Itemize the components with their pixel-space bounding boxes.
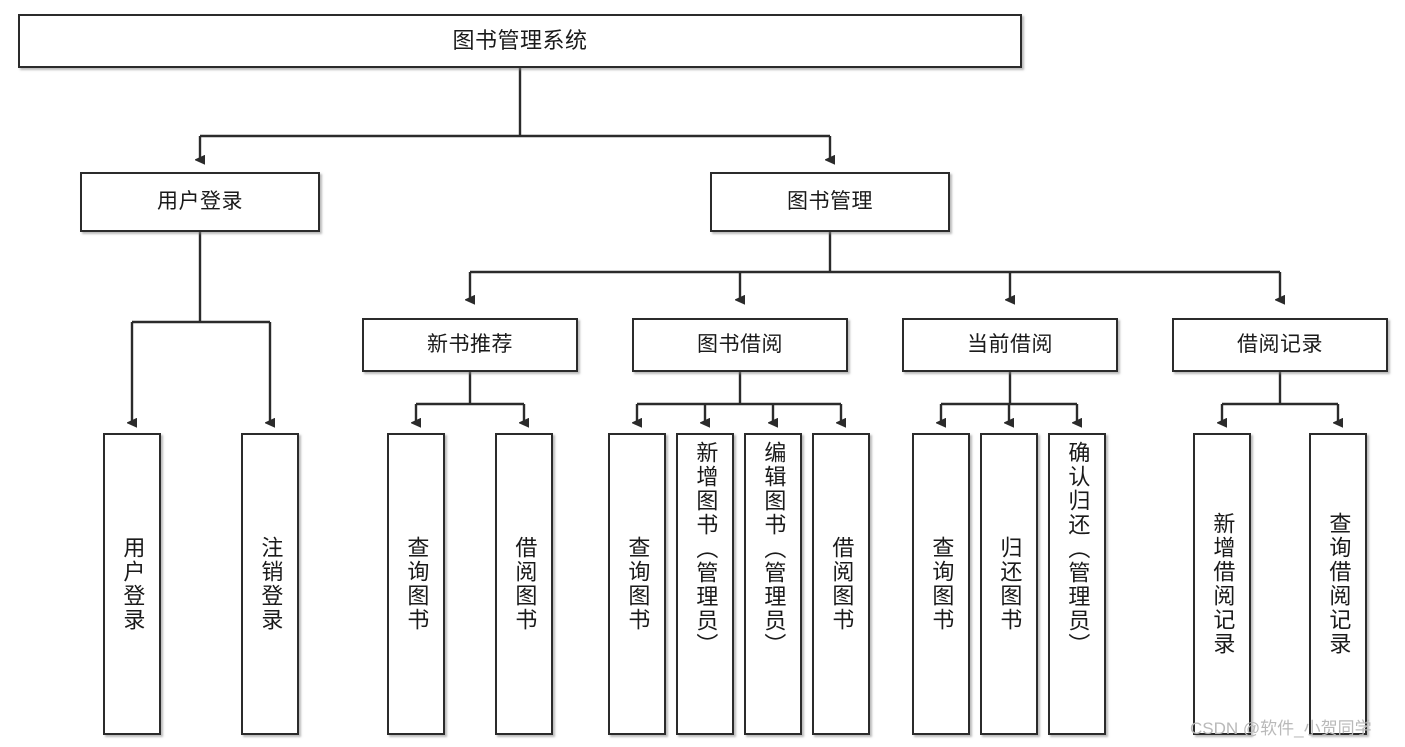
node-book-borrow[interactable]: 图书借阅 [632, 318, 848, 372]
node-leaf-add-book-admin-label: 新增图书（管理员） [693, 441, 719, 657]
node-borrow-record[interactable]: 借阅记录 [1172, 318, 1388, 372]
node-leaf-user-login-label: 用户登录 [120, 536, 146, 632]
node-leaf-query-borrow-record[interactable]: 查询借阅记录 [1309, 433, 1367, 735]
node-current-borrow-label: 当前借阅 [967, 332, 1053, 356]
node-root-label: 图书管理系统 [452, 27, 588, 53]
node-leaf-borrow-book-2[interactable]: 借阅图书 [812, 433, 870, 735]
node-leaf-query-book-3-label: 查询图书 [929, 536, 955, 632]
node-user-login[interactable]: 用户登录 [80, 172, 320, 232]
node-current-borrow[interactable]: 当前借阅 [902, 318, 1118, 372]
node-leaf-return-book[interactable]: 归还图书 [980, 433, 1038, 735]
watermark-text: CSDN @软件_小贺同学 [1190, 719, 1372, 738]
node-user-login-label: 用户登录 [157, 189, 243, 213]
node-borrow-record-label: 借阅记录 [1237, 332, 1323, 356]
node-leaf-confirm-return-admin[interactable]: 确认归还（管理员） [1048, 433, 1106, 735]
node-leaf-user-login[interactable]: 用户登录 [103, 433, 161, 735]
node-leaf-borrow-book-2-label: 借阅图书 [829, 536, 855, 632]
node-leaf-query-borrow-record-label: 查询借阅记录 [1326, 512, 1352, 656]
node-book-borrow-label: 图书借阅 [697, 332, 783, 356]
node-root[interactable]: 图书管理系统 [18, 14, 1022, 68]
node-leaf-query-book-3[interactable]: 查询图书 [912, 433, 970, 735]
node-leaf-borrow-book-1[interactable]: 借阅图书 [495, 433, 553, 735]
node-leaf-query-book-2[interactable]: 查询图书 [608, 433, 666, 735]
node-new-book-recommend[interactable]: 新书推荐 [362, 318, 578, 372]
node-book-manage[interactable]: 图书管理 [710, 172, 950, 232]
node-leaf-query-book-1[interactable]: 查询图书 [387, 433, 445, 735]
node-leaf-add-borrow-record-label: 新增借阅记录 [1210, 512, 1236, 656]
node-leaf-query-book-2-label: 查询图书 [625, 536, 651, 632]
node-book-manage-label: 图书管理 [787, 189, 873, 213]
node-leaf-logout-login[interactable]: 注销登录 [241, 433, 299, 735]
node-leaf-query-book-1-label: 查询图书 [404, 536, 430, 632]
node-leaf-add-borrow-record[interactable]: 新增借阅记录 [1193, 433, 1251, 735]
node-leaf-logout-login-label: 注销登录 [258, 536, 284, 632]
node-new-book-recommend-label: 新书推荐 [427, 332, 513, 356]
node-leaf-add-book-admin[interactable]: 新增图书（管理员） [676, 433, 734, 735]
node-leaf-borrow-book-1-label: 借阅图书 [512, 536, 538, 632]
node-leaf-edit-book-admin[interactable]: 编辑图书（管理员） [744, 433, 802, 735]
node-leaf-confirm-return-admin-label: 确认归还（管理员） [1065, 441, 1091, 657]
node-leaf-return-book-label: 归还图书 [997, 536, 1023, 632]
node-leaf-edit-book-admin-label: 编辑图书（管理员） [761, 441, 787, 657]
